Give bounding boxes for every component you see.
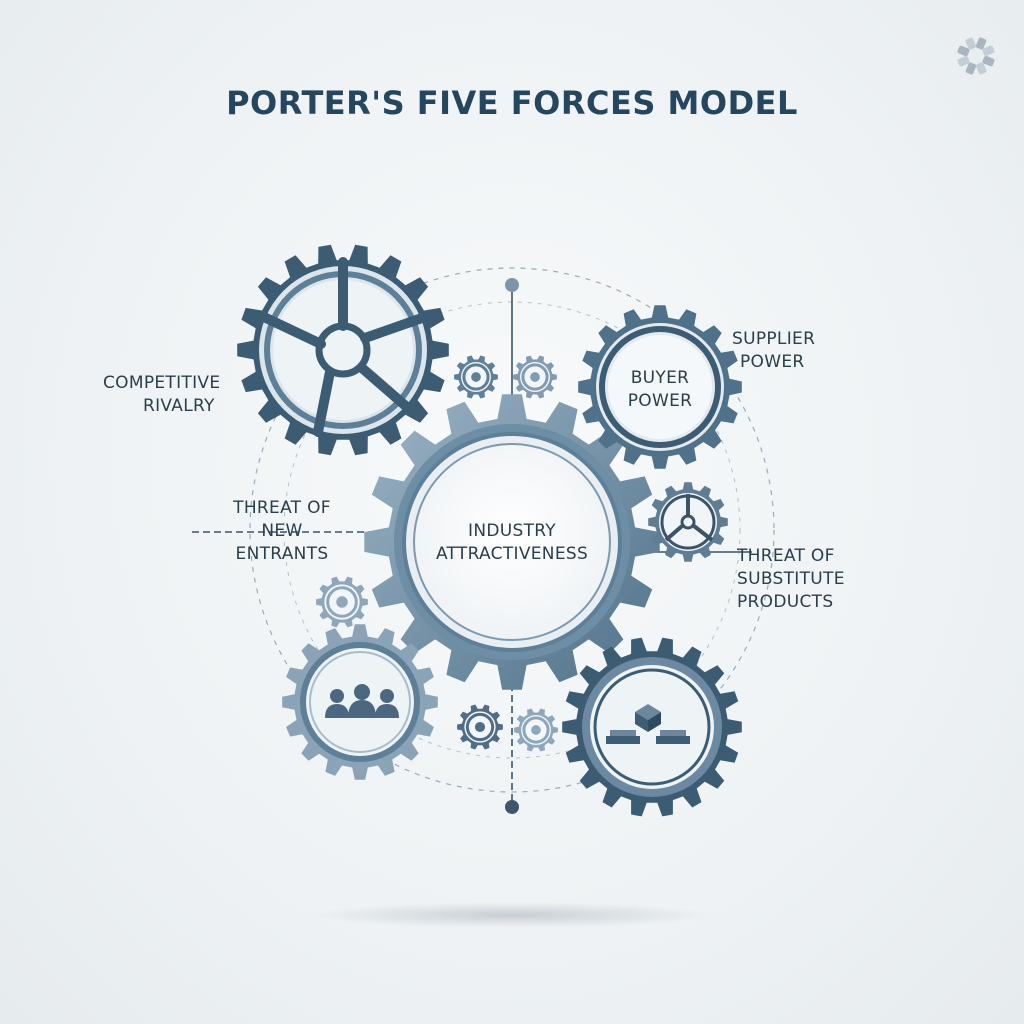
gear-small-bottom-right [514,708,558,752]
new-entrants-line2: NEW [261,521,303,541]
substitutes-line1: THREAT OF [737,546,835,566]
substitute-spokes-icon [664,494,714,542]
label-industry-attractiveness: INDUSTRY ATTRACTIVENESS [412,520,612,566]
gear-small-top-left [454,355,498,399]
competitive-rivalry-line2: RIVALRY [143,396,215,416]
supplier-power-line1: SUPPLIER [732,329,816,349]
label-competitive-rivalry: COMPETITIVE RIVALRY [103,372,220,418]
gear-substitute-small [648,482,728,562]
center-line2: ATTRACTIVENESS [435,544,589,564]
label-supplier-power: SUPPLIER POWER [732,328,815,374]
page-title: PORTER'S FIVE FORCES MODEL [226,84,798,122]
wheel-spokes-icon [261,257,427,437]
substitutes-line2: SUBSTITUTE [737,569,845,589]
label-buyer-power: BUYER POWER [605,367,715,413]
new-entrants-line3: ENTRANTS [235,544,329,564]
gear-small-top-right [513,355,557,399]
products-icon [606,704,690,744]
new-entrants-line1: THREAT OF [233,498,331,518]
axis-dot-top [505,278,519,292]
supplier-power-line2: POWER [740,352,805,372]
label-threat-substitutes: THREAT OF SUBSTITUTE PRODUCTS [737,545,845,614]
competitive-rivalry-line1: COMPETITIVE [103,373,221,393]
gear-small-left [316,576,368,628]
substitutes-line3: PRODUCTS [737,592,834,612]
logo-icon [957,37,995,75]
people-icon [325,684,399,718]
buyer-power-line1: BUYER [630,368,690,388]
gear-small-bottom-left [457,704,503,750]
gear-industry-attractiveness [364,394,660,690]
buyer-power-line2: POWER [627,391,693,411]
ground-shadow [312,902,712,928]
center-line1: INDUSTRY [468,521,556,541]
gear-buyer-power [578,305,742,469]
label-threat-new-entrants: THREAT OF NEW ENTRANTS [212,497,352,566]
orbit-ring-outer [249,267,775,793]
axis-dot-bottom [505,800,519,814]
